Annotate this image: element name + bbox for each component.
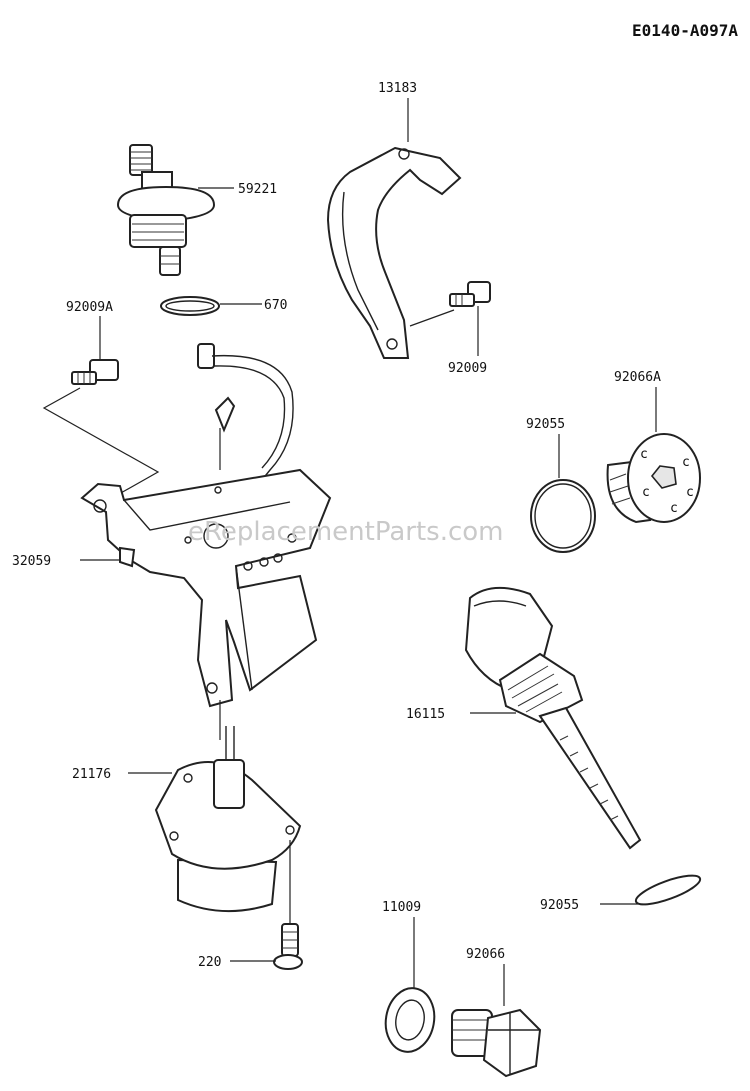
part-13183-bracket[interactable] [326, 146, 462, 359]
label-220[interactable]: 220 [198, 955, 221, 970]
part-11009-washer[interactable] [381, 984, 439, 1055]
part-92055-oring-lower[interactable] [633, 870, 703, 910]
label-92055-upper[interactable]: 92055 [526, 417, 565, 432]
label-92066[interactable]: 92066 [466, 947, 505, 962]
part-670-oring[interactable] [160, 296, 220, 316]
leader-92009-to-bracket [409, 309, 455, 327]
label-13183[interactable]: 13183 [378, 81, 417, 96]
svg-text:c: c [670, 501, 678, 516]
part-92055-oring-upper[interactable] [530, 479, 596, 553]
svg-text:c: c [642, 485, 650, 500]
label-670[interactable]: 670 [264, 298, 287, 313]
label-16115[interactable]: 16115 [406, 707, 445, 722]
leader-92009A-to-bracket [42, 387, 160, 499]
svg-text:c: c [686, 485, 694, 500]
label-32059[interactable]: 32059 [12, 554, 51, 569]
part-21176-solenoid[interactable] [154, 726, 302, 913]
part-92009A-screw[interactable] [71, 359, 119, 385]
label-92009A[interactable]: 92009A [66, 300, 113, 315]
label-11009[interactable]: 11009 [382, 900, 421, 915]
svg-text:c: c [682, 455, 690, 470]
watermark: eReplacementParts.com [188, 517, 504, 547]
part-92066-plug[interactable] [451, 1008, 542, 1078]
part-59221-valve[interactable] [116, 144, 216, 276]
label-92055-lower[interactable]: 92055 [540, 898, 579, 913]
part-92009-screw[interactable] [449, 281, 491, 307]
part-220-bolt[interactable] [273, 923, 303, 970]
label-92066A[interactable]: 92066A [614, 370, 661, 385]
label-92009[interactable]: 92009 [448, 361, 487, 376]
part-92066A-plug[interactable]: c c c c c [606, 433, 701, 524]
part-32059-bracket[interactable] [80, 468, 332, 740]
label-21176[interactable]: 21176 [72, 767, 111, 782]
label-59221[interactable]: 59221 [238, 182, 277, 197]
diagram-code: E0140-A097A [632, 21, 738, 40]
part-solenoid-wire [197, 343, 294, 521]
part-16115-dipstick[interactable] [464, 586, 642, 850]
svg-text:c: c [640, 447, 648, 462]
